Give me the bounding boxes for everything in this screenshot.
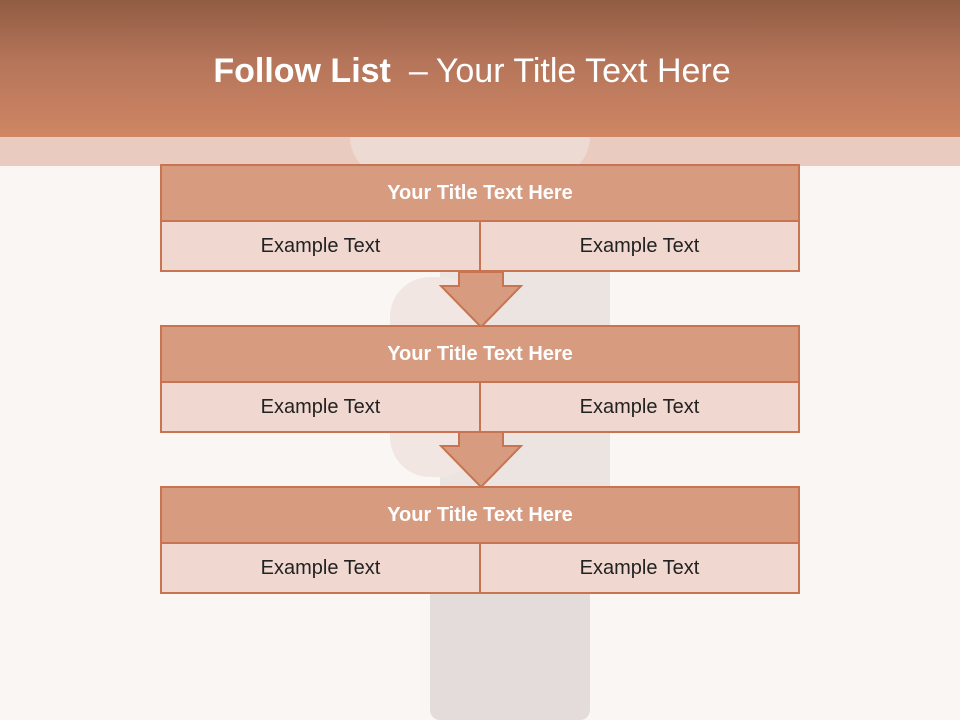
step-title-3: Your Title Text Here (162, 488, 798, 544)
step-row-1: Example Text Example Text (162, 222, 798, 270)
figure-leg-shape (430, 577, 590, 720)
step-2-right-text: Example Text (479, 383, 798, 431)
step-row-2: Example Text Example Text (162, 383, 798, 431)
slide-title: Follow List–Your Title Text Here (0, 52, 944, 91)
step-title-2: Your Title Text Here (162, 327, 798, 383)
step-3-left-text: Example Text (162, 544, 479, 592)
step-block-3: Your Title Text Here Example Text Exampl… (160, 486, 800, 594)
title-rest: Your Title Text Here (435, 52, 731, 90)
step-1-left-text: Example Text (162, 222, 479, 270)
step-title-1: Your Title Text Here (162, 166, 798, 222)
step-block-1: Your Title Text Here Example Text Exampl… (160, 164, 800, 272)
header-bar (0, 0, 960, 137)
step-row-3: Example Text Example Text (162, 544, 798, 592)
title-bold: Follow List (213, 52, 391, 90)
arrow-down-icon (438, 431, 524, 489)
step-block-2: Your Title Text Here Example Text Exampl… (160, 325, 800, 433)
title-separator: – (408, 52, 428, 90)
step-3-right-text: Example Text (479, 544, 798, 592)
step-1-right-text: Example Text (479, 222, 798, 270)
arrow-down-icon (438, 271, 524, 329)
step-2-left-text: Example Text (162, 383, 479, 431)
